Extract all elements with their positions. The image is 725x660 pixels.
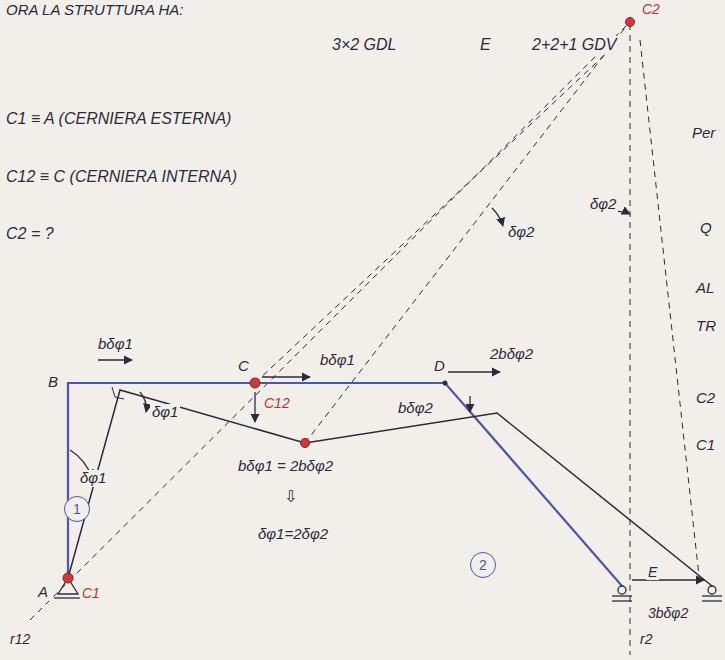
handwritten-label: TR <box>694 318 718 335</box>
member-number-circle: 1 <box>64 496 90 522</box>
handwritten-label: δφ2 <box>588 196 618 213</box>
handwritten-label: bδφ1 <box>96 336 135 353</box>
handwritten-label: C2 <box>640 2 662 17</box>
member-number-circle: 2 <box>470 552 496 578</box>
handwritten-label: ⇩ <box>282 488 299 506</box>
handwritten-label: E <box>478 36 493 54</box>
handwritten-label: C2 <box>694 390 717 407</box>
handwritten-label: C <box>236 358 251 375</box>
handwritten-label: C1 <box>694 437 717 454</box>
handwritten-label: bδφ2 <box>396 400 435 417</box>
handwritten-label: B <box>46 374 60 391</box>
handwritten-label: A <box>36 584 50 601</box>
handwritten-label: D <box>432 358 447 375</box>
handwritten-label: 3bδφ2 <box>646 606 690 621</box>
handwritten-label: C12 ≡ C (CERNIERA INTERNA) <box>4 168 239 186</box>
handwritten-label: 2+2+1 GDV <box>530 36 619 54</box>
handwritten-label: δφ2 <box>506 224 536 241</box>
handwritten-label: bδφ1 <box>318 352 357 369</box>
handwritten-label: 2bδφ2 <box>488 346 535 363</box>
handwritten-label: C12 <box>262 396 292 411</box>
handwritten-label: Q <box>698 220 714 237</box>
handwritten-label: r2 <box>638 632 654 647</box>
handwritten-label: E <box>646 565 659 580</box>
handwritten-label: AL <box>694 280 716 297</box>
handwritten-label: C1 ≡ A (CERNIERA ESTERNA) <box>4 110 233 128</box>
handwritten-label: δφ1 <box>150 404 180 421</box>
handwritten-label: δφ1=2δφ2 <box>256 526 330 543</box>
handwritten-label: C2 = ? <box>4 225 56 243</box>
member-number: 1 <box>73 501 81 517</box>
handwritten-label: δφ1 <box>78 470 108 487</box>
handwritten-label: ORA LA STRUTTURA HA: <box>4 2 186 19</box>
handwritten-label: C1 <box>80 586 102 601</box>
handwritten-label: bδφ1 = 2bδφ2 <box>236 458 335 475</box>
handwritten-label: 3×2 GDL <box>330 36 398 54</box>
member-number: 2 <box>479 557 487 573</box>
handwritten-label: Per <box>690 125 717 142</box>
handwritten-label: r12 <box>8 632 32 647</box>
